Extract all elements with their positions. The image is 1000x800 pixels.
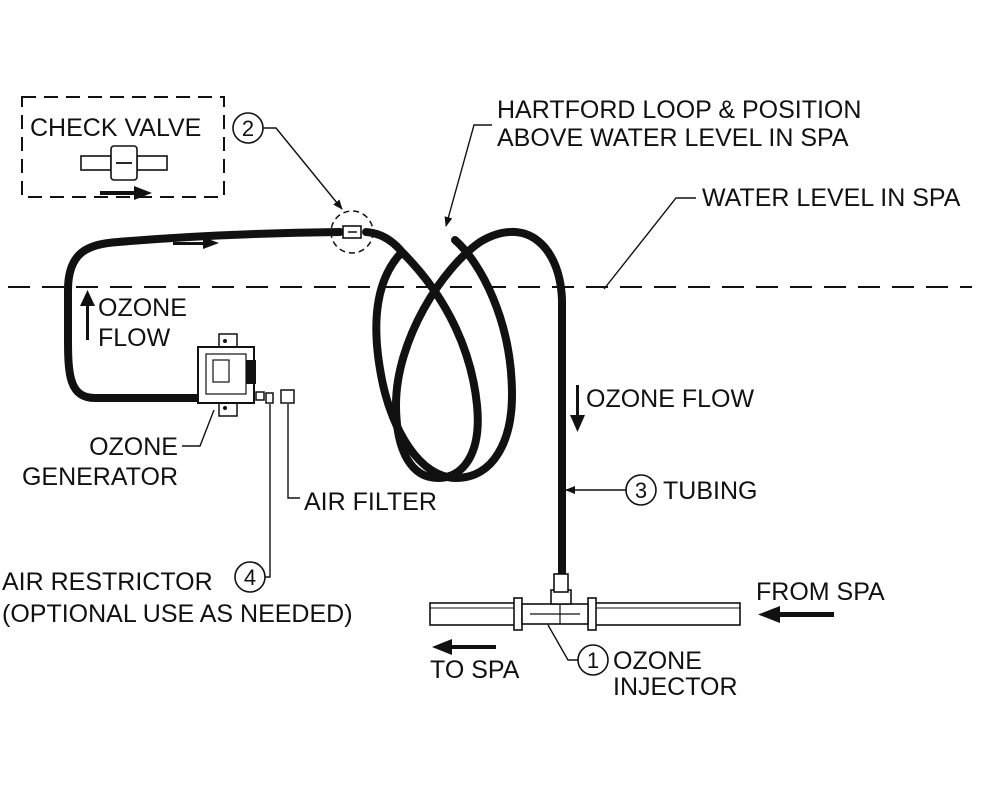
water-level-leader [603, 197, 696, 290]
hartford-loop-label-1: HARTFORD LOOP & POSITION [497, 96, 861, 124]
ozone-flow-right-label: OZONE FLOW [586, 385, 754, 413]
from-spa-label: FROM SPA [756, 578, 885, 606]
air-filter-callout: AIR FILTER [287, 404, 437, 516]
callout-3-number: 3 [635, 478, 647, 503]
from-spa-indicator: FROM SPA [756, 578, 885, 623]
tubing-generator-to-check-valve [64, 228, 344, 402]
check-valve-inset-frame [21, 96, 225, 198]
air-restrictor-label-2: (OPTIONAL USE AS NEEDED) [2, 600, 353, 628]
injector-callout: 1 OZONE INJECTOR [547, 624, 738, 701]
ozone-generator-leader [182, 409, 215, 447]
ozone-injector-label-2: INJECTOR [613, 673, 738, 701]
callout-4-circle [234, 561, 266, 593]
hartford-loop-label-2: ABOVE WATER LEVEL IN SPA [497, 124, 849, 152]
callout-3-circle [625, 474, 657, 506]
callout-2: 2 [232, 112, 343, 210]
hartford-loop-leader [444, 124, 492, 227]
check-valve-inset-icon [80, 145, 168, 181]
air-restrictor [265, 392, 274, 404]
ozone-flow-left-label-1: OZONE [98, 294, 187, 322]
air-filter-label: AIR FILTER [304, 488, 437, 516]
check-valve-highlight [330, 210, 374, 254]
ozone-flow-left-label-2: FLOW [98, 324, 171, 352]
callout-2-leader [263, 127, 343, 210]
tubing-hartford-loop [362, 228, 566, 579]
to-spa-arrow [452, 645, 496, 649]
check-valve-inset: CHECK VALVE [21, 96, 225, 200]
water-level-callout: WATER LEVEL IN SPA [603, 184, 961, 290]
ozone-generator-label-1: OZONE [89, 433, 178, 461]
ozone-generator [197, 333, 295, 417]
callout-2-number: 2 [242, 116, 254, 141]
air-filter-leader [287, 404, 300, 499]
water-level-label: WATER LEVEL IN SPA [702, 184, 961, 212]
ozone-generator-label-2: GENERATOR [22, 463, 178, 491]
tubing-hartford-loop-inner [372, 236, 516, 482]
callout-4-number: 4 [244, 565, 256, 590]
callout-1-circle [577, 644, 609, 676]
to-spa-label: TO SPA [430, 656, 520, 684]
ozone-flow-left: OZONE FLOW [80, 290, 187, 352]
ozone-injector [513, 573, 597, 631]
check-valve [330, 210, 374, 254]
to-spa-indicator: TO SPA [430, 639, 520, 684]
injector-leader [547, 624, 578, 661]
callout-1-number: 1 [587, 648, 599, 673]
ozone-flow-right-arrow [576, 385, 579, 415]
ozone-injector-label-1: OZONE [613, 647, 702, 675]
spa-pipe-left [429, 602, 516, 626]
air-filter [280, 389, 295, 404]
tubing-callout: 3 TUBING [565, 474, 757, 506]
air-restrictor-callout: 4 AIR RESTRICTOR (OPTIONAL USE AS NEEDED… [2, 404, 353, 628]
from-spa-arrow [780, 612, 834, 617]
air-restrictor-label-1: AIR RESTRICTOR [2, 568, 213, 596]
ozone-flow-left-arrow [86, 306, 89, 340]
top-tubing-flow-arrow [173, 237, 219, 249]
ozone-tubing [64, 228, 566, 579]
check-valve-flow-arrow [100, 186, 152, 200]
hartford-loop-callout: HARTFORD LOOP & POSITION ABOVE WATER LEV… [444, 96, 861, 227]
spa-pipe-right [594, 602, 741, 626]
check-valve-label: CHECK VALVE [30, 114, 201, 142]
ozone-flow-right: OZONE FLOW [570, 385, 754, 432]
air-restrictor-leader [265, 404, 271, 578]
tubing-label: TUBING [663, 477, 757, 505]
ozone-generator-callout: OZONE GENERATOR [22, 409, 215, 491]
